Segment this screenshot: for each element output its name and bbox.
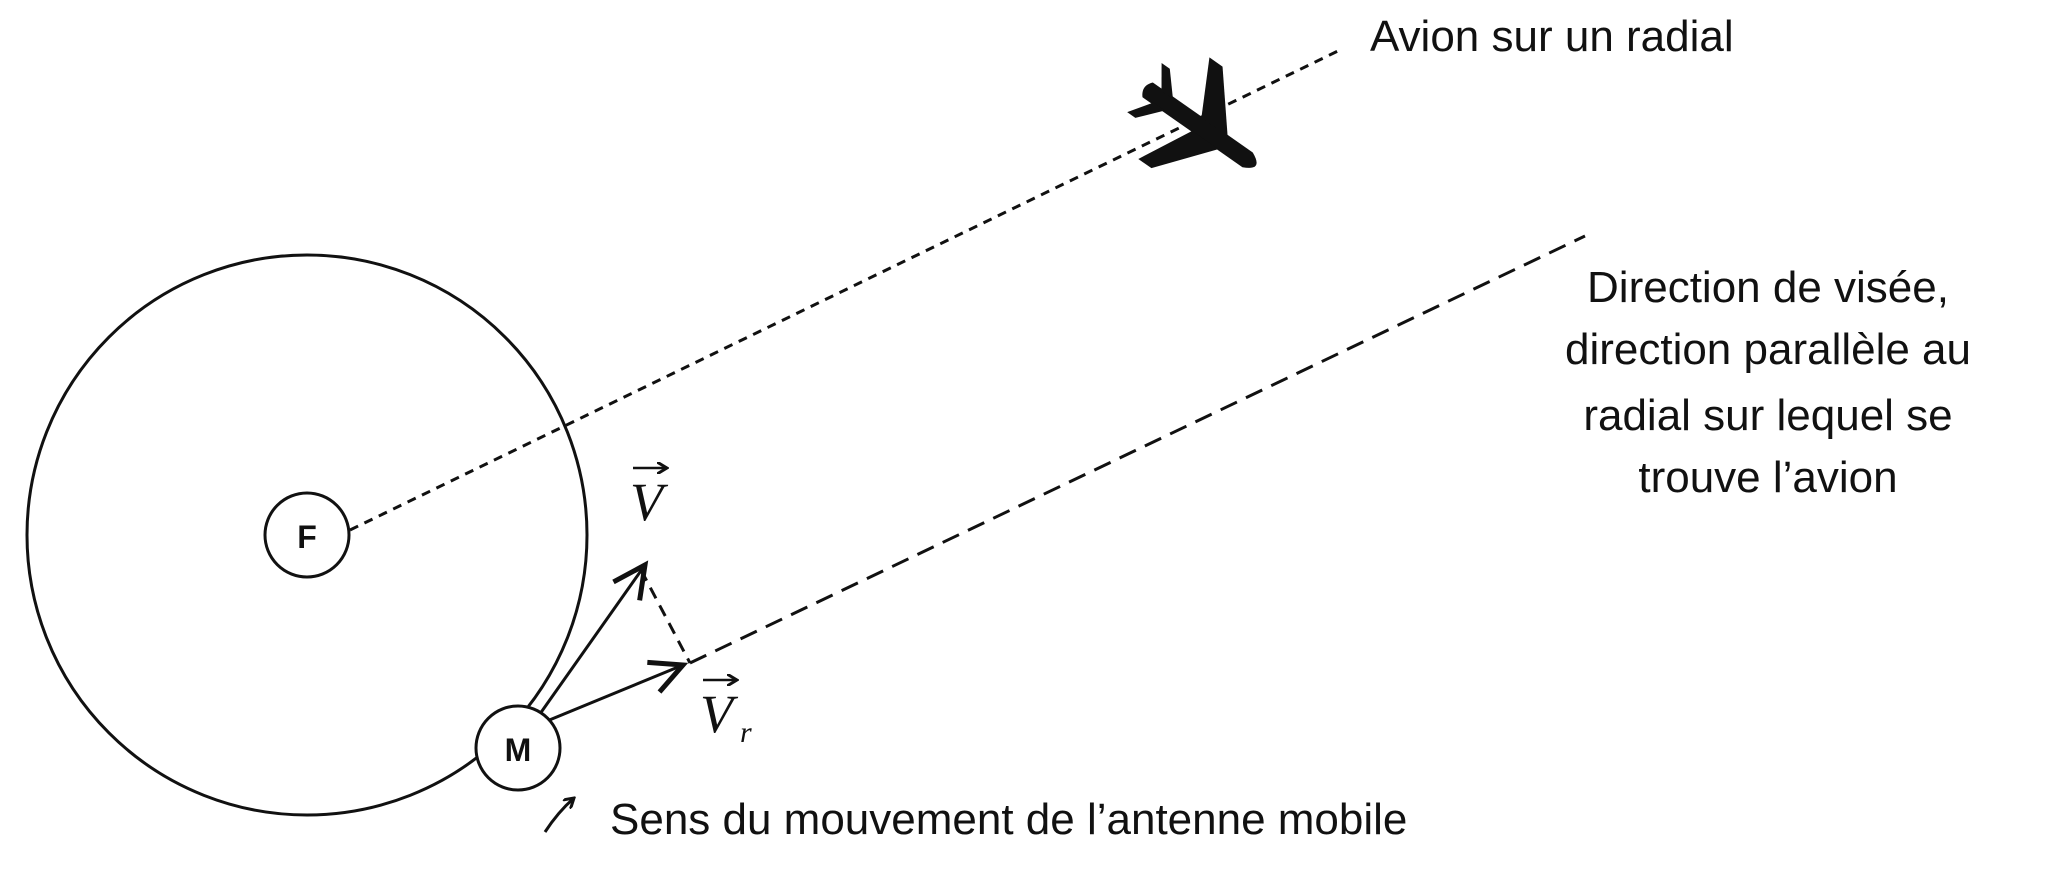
velocity-label: V xyxy=(630,472,669,532)
motion-label: Sens du mouvement de l’antenne mobile xyxy=(610,795,1407,844)
rotation-circle xyxy=(25,253,589,817)
radial-velocity-vector xyxy=(529,659,689,730)
projection-line xyxy=(639,569,692,664)
fixed-antenna-label: F xyxy=(297,519,317,555)
velocity-label-group: V xyxy=(630,468,669,532)
radial-velocity-label-group: V r xyxy=(700,680,752,749)
sight-direction-line-1: Direction de visée, xyxy=(1587,263,1949,312)
airplane-icon xyxy=(1127,57,1257,169)
sight-direction-line-4: trouve l’avion xyxy=(1638,453,1897,502)
motion-direction-arrow xyxy=(543,798,574,833)
radial-velocity-label: V xyxy=(700,684,739,744)
sight-direction-label: Direction de visée, direction parallèle … xyxy=(1565,263,1971,502)
aircraft-radial-line xyxy=(349,48,1341,532)
mobile-antenna-label: M xyxy=(505,732,532,768)
sight-direction-line xyxy=(689,234,1586,665)
aircraft-radial-label: Avion sur un radial xyxy=(1370,12,1734,61)
fixed-antenna-node: F xyxy=(263,491,351,579)
mobile-antenna-node: M xyxy=(474,704,562,792)
radial-velocity-subscript: r xyxy=(740,716,752,749)
sight-direction-line-3: radial sur lequel se xyxy=(1583,391,1952,440)
sight-direction-line-2: direction parallèle au xyxy=(1565,325,1971,374)
velocity-vector xyxy=(528,560,649,729)
